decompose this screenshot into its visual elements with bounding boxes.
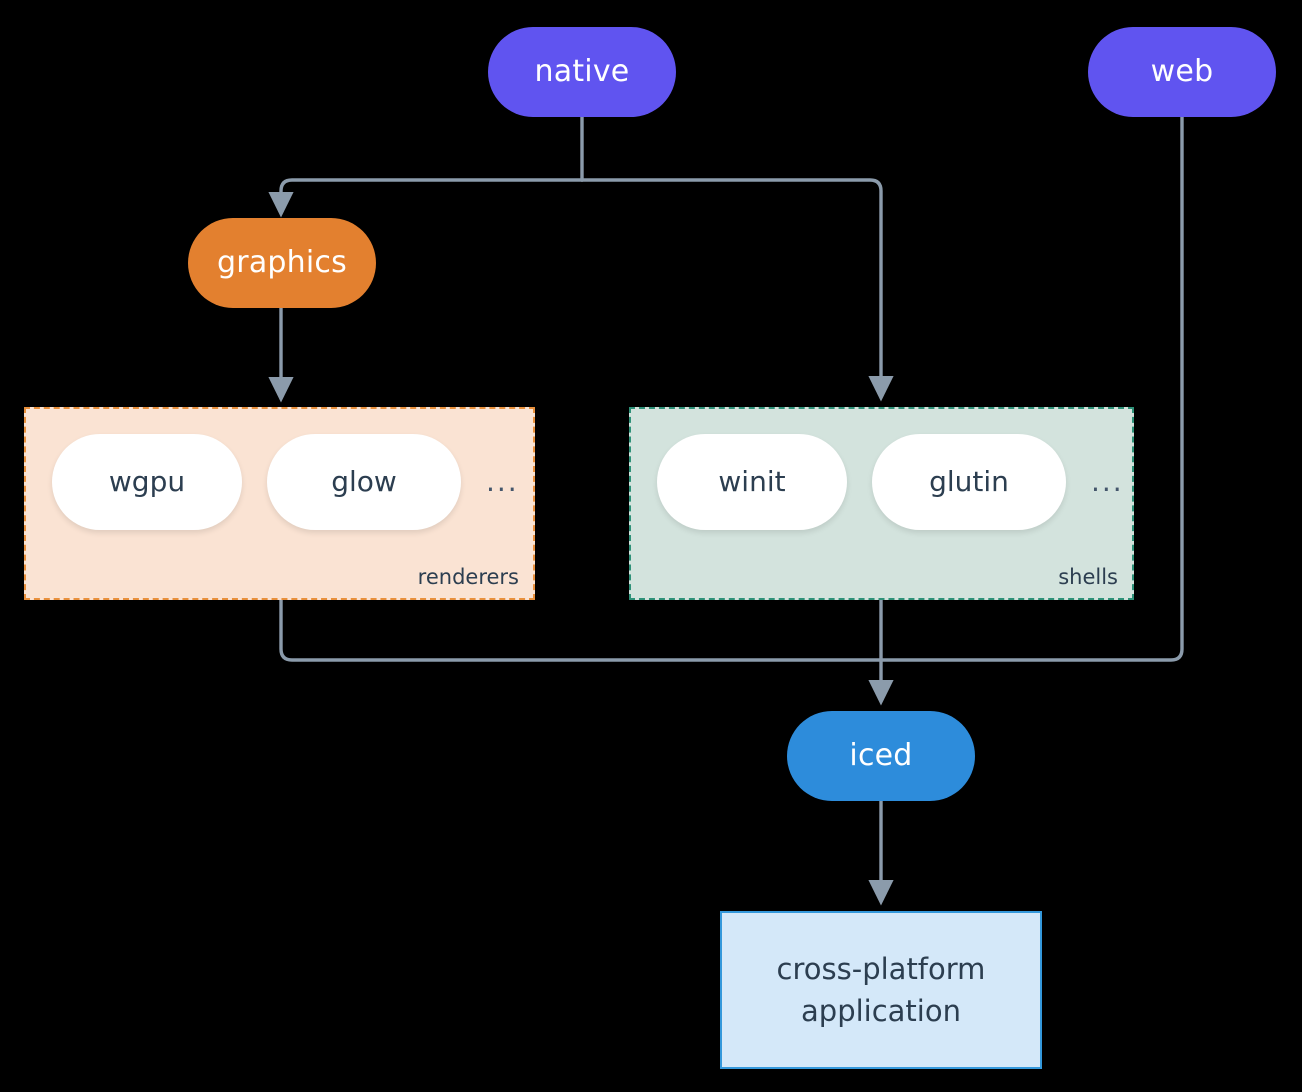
edge-native-shells: [580, 178, 894, 402]
item-winit[interactable]: winit: [657, 434, 847, 530]
item-glutin-label: glutin: [929, 465, 1009, 498]
item-glutin[interactable]: glutin: [872, 434, 1066, 530]
node-graphics[interactable]: graphics: [188, 218, 376, 308]
group-renderers-items: wgpu glow ...: [26, 434, 519, 530]
application-label-line2: application: [801, 994, 961, 1028]
node-web[interactable]: web: [1088, 27, 1276, 117]
group-shells-items: winit glutin ...: [631, 434, 1124, 530]
item-wgpu[interactable]: wgpu: [52, 434, 242, 530]
group-shells[interactable]: winit glutin ... shells: [629, 407, 1134, 600]
shells-overflow-ellipsis: ...: [1091, 465, 1124, 498]
item-winit-label: winit: [718, 465, 786, 498]
node-native-label: native: [534, 54, 630, 89]
application-label-line1: cross-platform: [776, 951, 986, 986]
node-native[interactable]: native: [488, 27, 676, 117]
group-renderers-label: renderers: [417, 565, 519, 589]
node-graphics-label: graphics: [217, 245, 347, 280]
node-iced[interactable]: iced: [787, 711, 975, 801]
renderers-overflow-ellipsis: ...: [486, 465, 519, 498]
node-web-label: web: [1150, 54, 1214, 89]
item-glow[interactable]: glow: [267, 434, 461, 530]
edge-renderers-iced: [279, 598, 883, 662]
item-wgpu-label: wgpu: [108, 465, 186, 498]
group-shells-label: shells: [1058, 565, 1118, 589]
node-cross-platform-application[interactable]: cross-platform application: [720, 911, 1042, 1069]
item-glow-label: glow: [331, 465, 397, 498]
edge-native-graphics: [268, 178, 584, 218]
group-renderers[interactable]: wgpu glow ... renderers: [24, 407, 535, 600]
node-iced-label: iced: [849, 738, 913, 773]
